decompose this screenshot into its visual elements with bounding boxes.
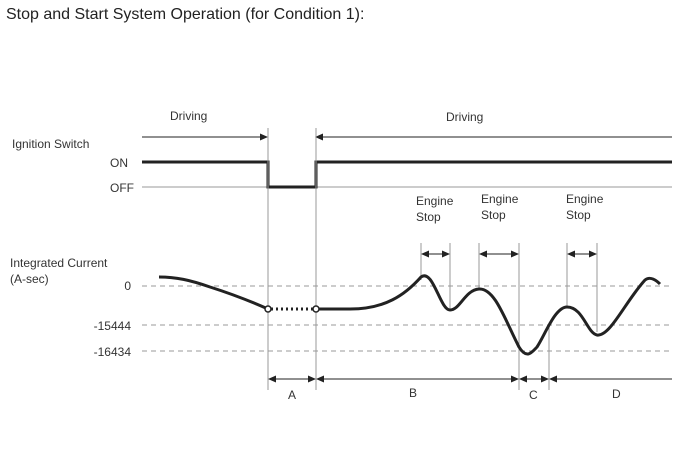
integrated-current-unit: (A-sec) — [10, 272, 49, 286]
engine-stop-3-line1: Engine — [566, 192, 604, 206]
current-curve-main — [319, 274, 662, 356]
page-title: Stop and Start System Operation (for Con… — [6, 6, 365, 23]
engine-stop-1-line2: Stop — [416, 210, 441, 224]
curve-node-on — [312, 305, 320, 313]
on-label: ON — [110, 156, 128, 170]
y-label-zero: 0 — [124, 279, 131, 293]
phase-label-b: B — [409, 386, 417, 400]
phase-label-a: A — [288, 388, 296, 402]
engine-stop-1-line1: Engine — [416, 194, 454, 208]
current-curve-initial — [158, 275, 269, 311]
off-label: OFF — [110, 181, 134, 195]
driving-label-right: Driving — [446, 110, 483, 124]
engine-stop-3-line2: Stop — [566, 208, 591, 222]
integrated-current-label: Integrated Current — [10, 256, 108, 270]
phase-label-c: C — [529, 388, 538, 402]
engine-stop-2-line2: Stop — [481, 208, 506, 222]
ignition-signal — [142, 160, 672, 189]
y-label-16434: -16434 — [94, 345, 132, 359]
curve-node-off — [264, 305, 272, 313]
phase-label-d: D — [612, 387, 621, 401]
y-label-15444: -15444 — [94, 319, 132, 333]
ignition-switch-label: Ignition Switch — [12, 137, 89, 151]
engine-stop-2-line1: Engine — [481, 192, 519, 206]
driving-label-left: Driving — [170, 109, 207, 123]
